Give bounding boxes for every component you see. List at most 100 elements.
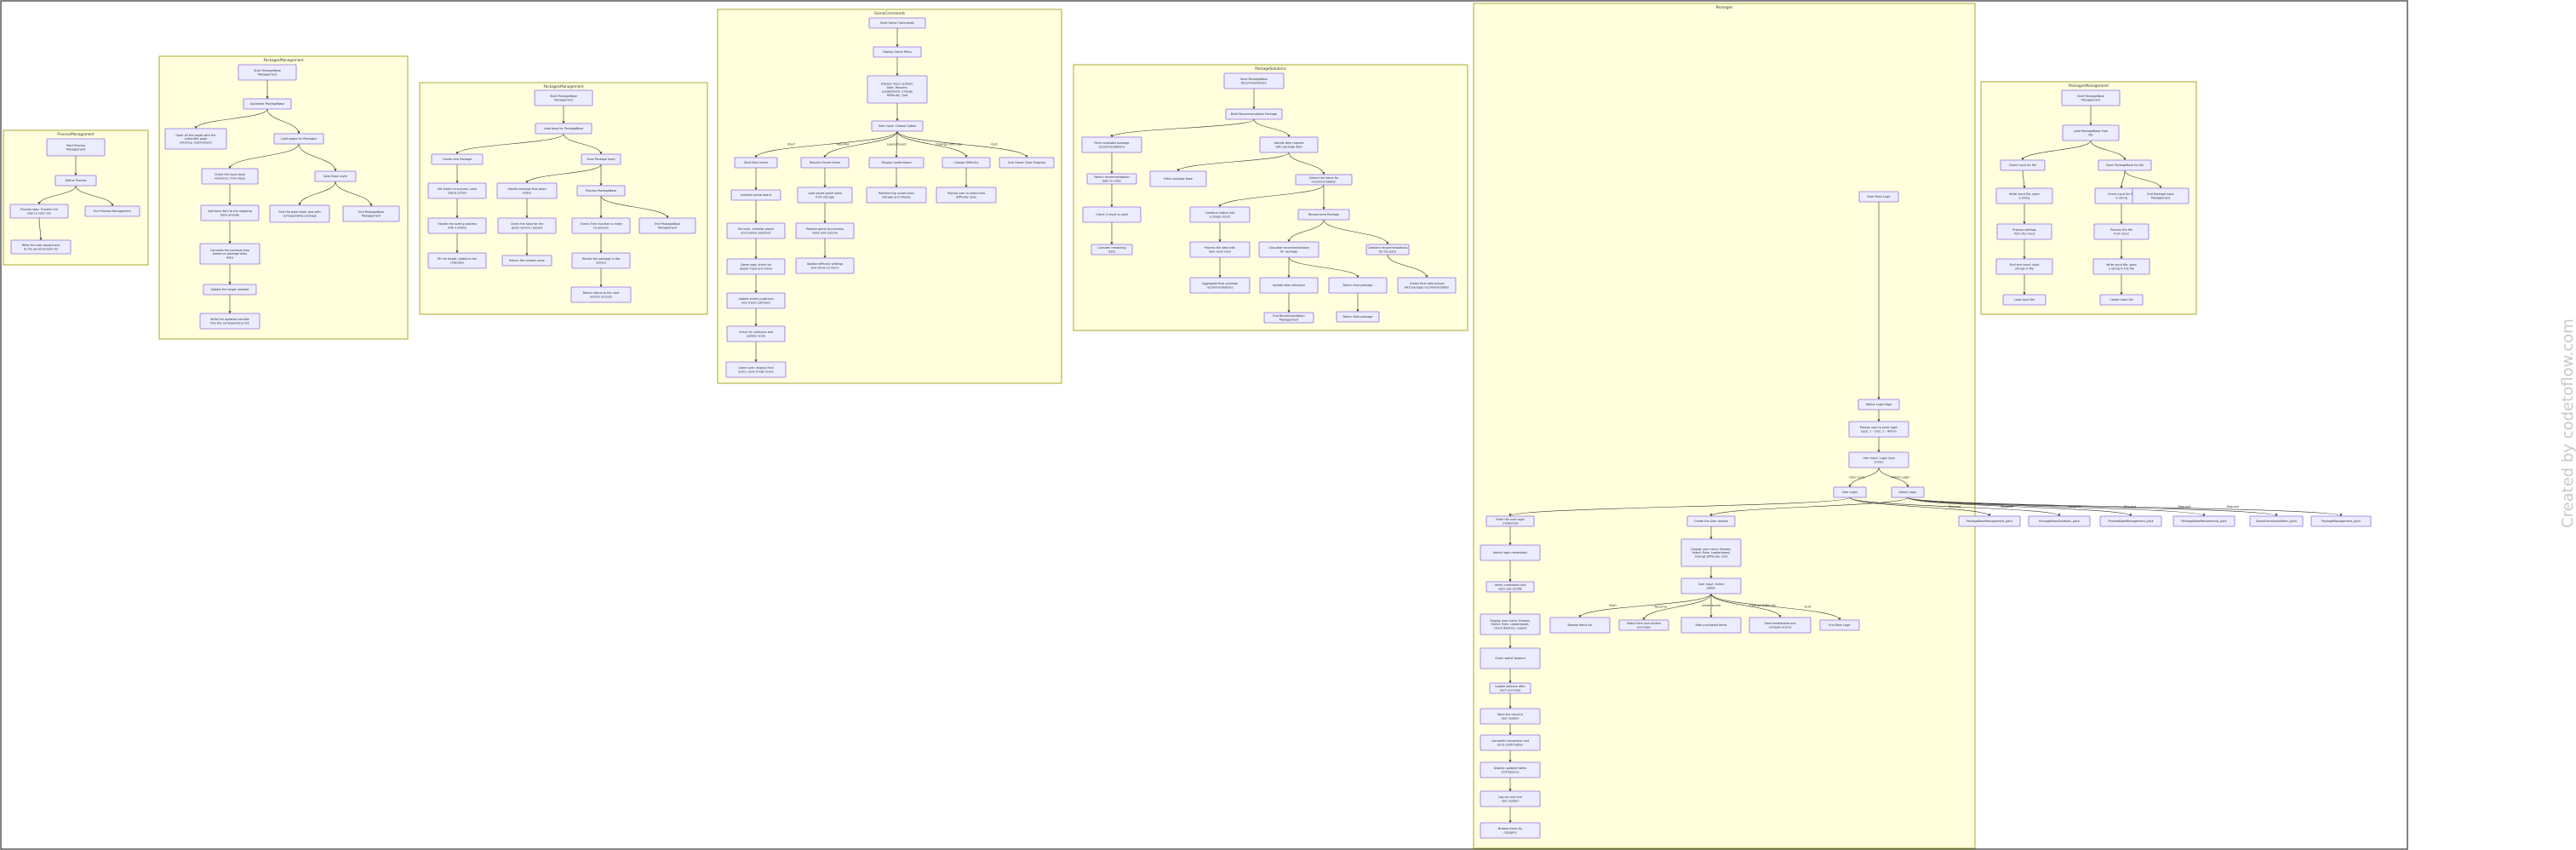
node-pk4[interactable]: Load pages for Packages [273,133,324,145]
node-pt16[interactable]: Check wallet balance [1480,647,1541,669]
node-gm2[interactable]: Display Game Menu [873,46,922,58]
node-pt2[interactable]: Define Login Page [1858,399,1900,411]
node-gm8[interactable]: Change Difficulty [942,157,991,169]
node-pt22[interactable]: Create the User session [1686,515,1736,527]
node-pt28[interactable]: End Main Logic [1819,619,1860,631]
node-pt31[interactable]: ProcessBaseManagement_pack [2099,515,2162,527]
node-pse[interactable]: Return final package [1336,311,1380,323]
node-pa11[interactable]: End PackageBaseManagement [638,217,696,234]
node-gm3[interactable]: Display menu options:Start, Resume,Leade… [867,75,928,104]
node-pt29[interactable]: PackageBaseManagement_pack [1958,515,2021,527]
node-pm1[interactable]: Start ProcessManagement [46,138,106,157]
node-pr3[interactable]: Check input for file [2000,159,2046,171]
node-pr4[interactable]: Open PackageBase for file [2098,159,2152,171]
node-pa2[interactable]: Load base for PackageBase [535,123,592,135]
node-pk11[interactable]: Update the target variable [203,284,257,296]
node-pt5[interactable]: User Login [1833,486,1867,498]
node-pm4[interactable]: End Process Management [84,205,140,217]
node-pk6[interactable]: Save Base Layer [314,170,357,182]
node-pt23[interactable]: Display user menu: Browse,Select, Rate, … [1680,538,1742,567]
node-ps3[interactable]: Build Recommendation Package [1225,108,1283,120]
node-pk2[interactable]: Automate PackageBase [243,98,292,110]
node-gm7[interactable]: Display Leaderboard [868,157,924,169]
node-pt8[interactable]: Admin login credentials [1480,544,1541,561]
node-pk1[interactable]: Start PackageBaseManagement [238,64,297,81]
node-pk9[interactable]: End PackageBaseManagement [342,205,400,222]
node-pa3[interactable]: Create new Package [431,153,484,165]
node-pt6[interactable]: Admin Login [1891,486,1925,498]
node-pt10[interactable]: Display user menu: Browse,Select, Rate, … [1480,613,1541,635]
node-pt33[interactable]: GameCommandsMenu_pack [2249,515,2304,527]
node-pr12[interactable]: Load input file [2002,294,2046,306]
node-ps16[interactable]: Update data reference [1259,277,1319,294]
node-gm9[interactable]: Quit Game: Save Progress [999,157,1055,169]
node-pa7[interactable]: Process PackageBase [576,185,626,197]
node-pk8[interactable]: Find the base table, and withcorrespondi… [269,204,330,223]
node-pt30[interactable]: PackageBaseSolutions_pack [2028,515,2091,527]
node-gm5[interactable]: Start New Game [734,157,778,169]
node-ps17[interactable]: Return final package [1328,277,1388,294]
node-pa4[interactable]: Save Package Input [581,153,621,165]
node-pr1[interactable]: Start PackageBaseManagement [2061,89,2121,106]
node-pt34[interactable]: PackageManagement_pack [2310,515,2372,527]
node-gm1[interactable]: Start Game Commands [868,17,926,29]
node-pr13[interactable]: Create input file [2099,294,2144,306]
node-pt1[interactable]: Start Main Logic [1858,191,1899,203]
node-gm10[interactable]: Initialize game board [730,189,781,201]
node-pa1[interactable]: Start PackageBaseManagement [534,89,593,106]
node-gm6[interactable]: Resume Saved Game [800,157,850,169]
node-ps7[interactable]: Check if result is valid [1082,206,1142,223]
node-gm4[interactable]: User Input: Choose Option [871,120,924,132]
